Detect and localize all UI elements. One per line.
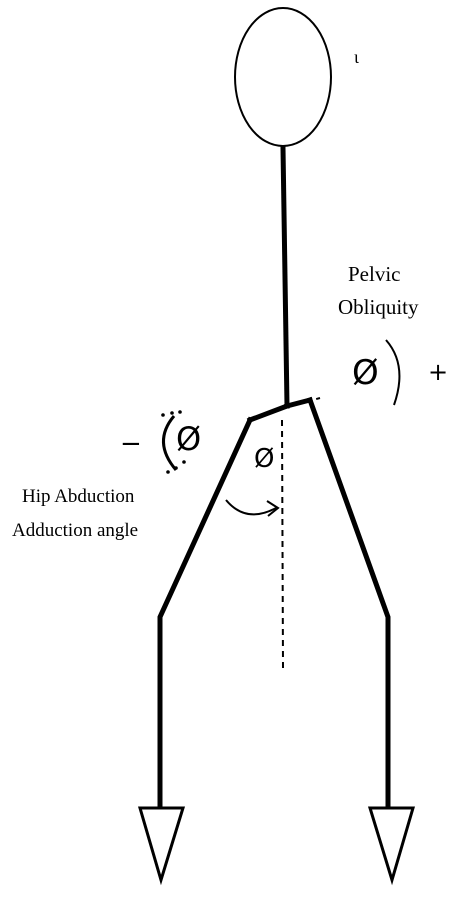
spine-line <box>283 148 287 406</box>
arc-dot-icon <box>166 470 170 474</box>
arrow-head-icon <box>267 501 278 516</box>
right-leg <box>310 400 388 805</box>
arc-dot-icon <box>170 411 174 415</box>
theta-left-symbol: Ø <box>176 420 201 458</box>
head-ellipse <box>235 8 331 146</box>
pelvic-obliquity-label-line2: Obliquity <box>338 295 419 319</box>
pelvic-obliquity-label-line1: Pelvic <box>348 262 401 286</box>
pelvis-left-segment <box>250 406 287 420</box>
left-foot-triangle <box>140 808 183 880</box>
arc-dot-icon <box>161 413 165 417</box>
vertical-reference-line <box>282 420 283 668</box>
phi-center-symbol: Ø <box>254 444 274 474</box>
arc-dot-icon <box>174 466 178 470</box>
plus-sign: + <box>428 358 448 386</box>
left-angle-arc-icon <box>163 416 176 470</box>
arc-dot-icon <box>178 410 182 414</box>
hip-angle-label-line2: Adduction angle <box>12 520 138 541</box>
minus-sign: − <box>120 429 142 459</box>
theta-right-symbol: Ø <box>352 353 379 393</box>
pelvic-obliquity-arc-icon <box>386 340 399 405</box>
right-foot-triangle <box>370 808 413 880</box>
hip-angle-label-line1: Hip Abduction <box>22 486 135 507</box>
arc-dot-icon <box>182 460 186 464</box>
stray-mark: ι <box>354 47 359 67</box>
left-leg <box>160 420 250 805</box>
